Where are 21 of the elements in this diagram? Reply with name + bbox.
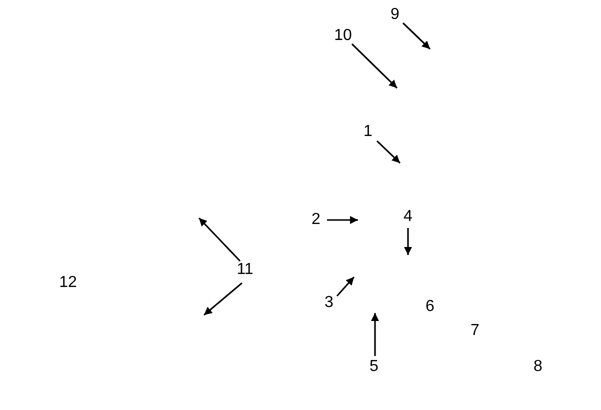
leader-arrow bbox=[402, 22, 431, 50]
callout-number: 5 bbox=[370, 358, 378, 376]
leader-arrow bbox=[327, 216, 358, 224]
callout-number: 11 bbox=[236, 261, 254, 279]
leader-arrow bbox=[336, 276, 355, 297]
callout-number: 8 bbox=[534, 358, 542, 376]
callout-number: 9 bbox=[390, 6, 400, 24]
callout-number: 7 bbox=[470, 322, 480, 340]
leader-arrow bbox=[371, 313, 379, 356]
leader-arrow bbox=[198, 217, 241, 262]
callout-number: 12 bbox=[59, 274, 77, 292]
leader-arrow bbox=[404, 228, 412, 255]
callout-number: 2 bbox=[312, 211, 320, 229]
callout-number: 6 bbox=[426, 298, 434, 316]
callout-number: 4 bbox=[404, 208, 412, 226]
callout-number: 10 bbox=[334, 27, 352, 45]
leader-arrow bbox=[351, 43, 398, 89]
leader-arrow bbox=[203, 282, 243, 316]
leader-arrow bbox=[376, 140, 401, 164]
callout-number: 3 bbox=[324, 294, 334, 312]
callout-number: 1 bbox=[364, 123, 372, 141]
